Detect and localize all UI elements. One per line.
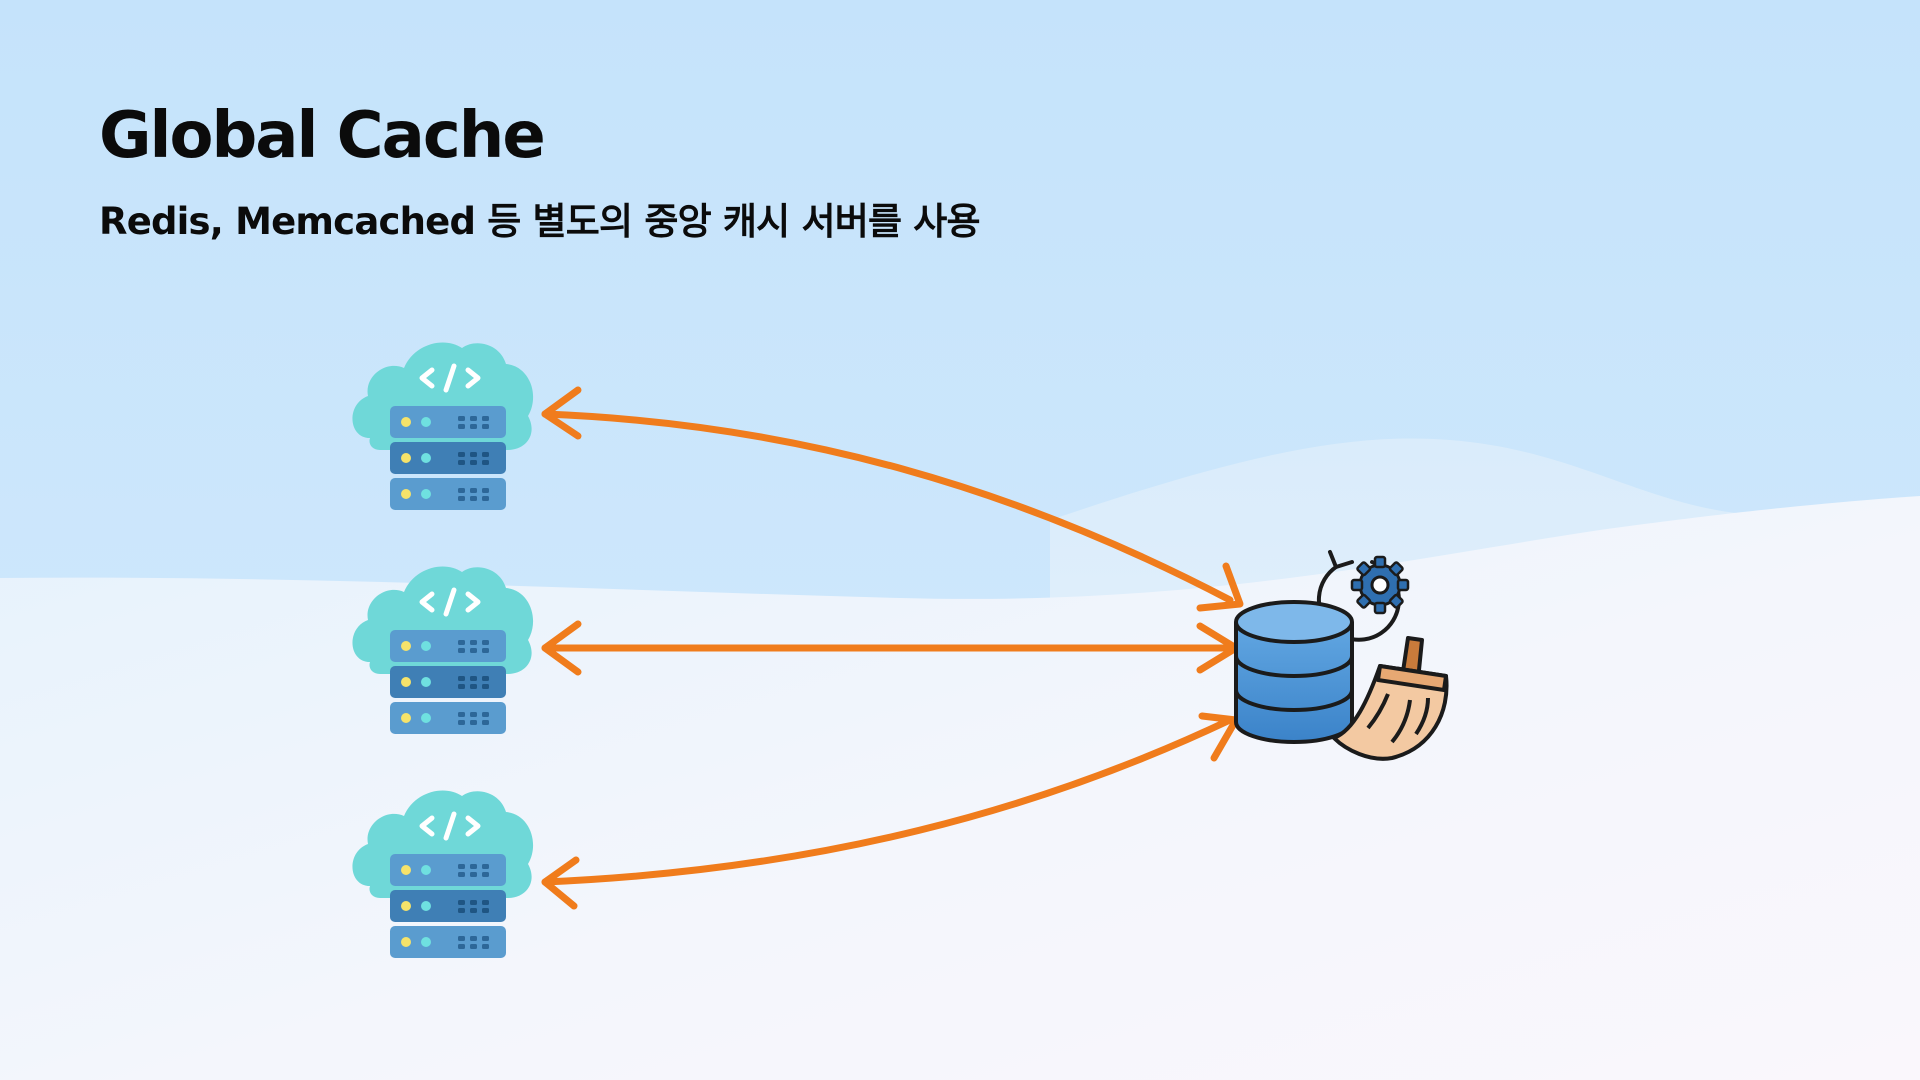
slide-subtitle: Redis, Memcached 등 별도의 중앙 캐시 서버를 사용 [99, 200, 981, 243]
arrow-server-1-to-cache [541, 410, 1234, 604]
arrow-server-3-head-left [541, 856, 580, 910]
slide-title: Global Cache [99, 99, 546, 173]
broom-icon [1332, 636, 1449, 761]
arrow-server-2-head-left [541, 620, 582, 676]
arrow-server-1-head-right [1196, 562, 1244, 612]
database-icon [1234, 600, 1354, 744]
refresh-gear-icon [1316, 550, 1410, 642]
cache-server [1234, 550, 1449, 761]
arrow-server-1-head-left [541, 386, 582, 440]
arrow-server-3-to-cache [541, 716, 1234, 886]
connection-arrows [541, 386, 1244, 910]
